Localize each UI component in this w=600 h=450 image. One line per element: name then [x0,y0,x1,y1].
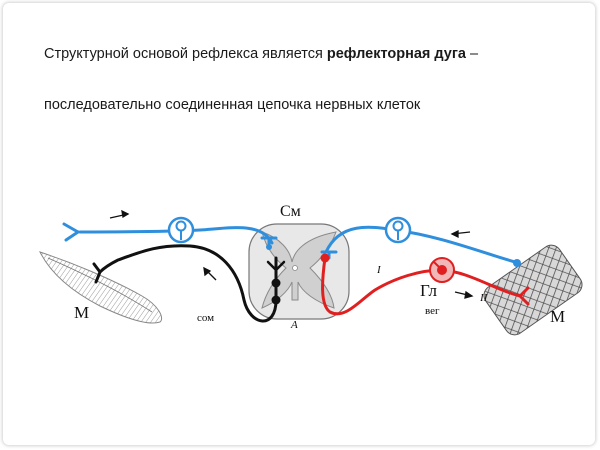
motor-endplate-icon [92,262,102,284]
label-muscle-left: М [74,303,89,322]
sensory-receptor-right-icon [513,259,521,267]
sensory-fiber-right [324,225,517,264]
label-muscle-right: М [550,307,565,326]
left-muscle [39,251,163,324]
sensory-ganglion-left-icon [167,216,195,244]
label-ganglion: Гл [420,281,438,300]
label-vegetative: вег [425,305,440,317]
preganglionic-neuron-icon [320,253,330,263]
sensory-fiber-left [78,226,274,245]
label-spinal-cord: См [280,203,301,220]
sensory-synapse-left-icon [260,236,278,250]
arrow-right-icon [109,209,130,219]
heading-dash: – [465,46,479,62]
label-neuron-one: I [376,264,382,276]
heading-line-2: последовательно соединенная цепочка нерв… [44,97,421,113]
heading-text-start: Структурной основой рефлекса является [44,46,327,62]
motor-neuron-icon [266,260,286,305]
arrow-up-icon [203,266,217,281]
arrow-downright-icon [454,290,474,299]
sensory-receptor-left-icon [62,222,80,242]
ganglion-icon [429,257,455,283]
heading-term-reflex-arc: рефлекторная дуга [326,46,466,62]
effector-ending-icon [518,286,530,306]
label-neuron-two: II [479,292,489,304]
right-muscle [483,244,583,336]
label-letter-a: А [290,319,298,331]
sensory-ganglion-right-icon [384,216,412,244]
heading-line-1: Структурной основой рефлекса является ре… [44,46,478,62]
label-somatic: сом [197,312,214,324]
direction-arrows [109,209,474,299]
arrow-left-icon [450,229,471,239]
